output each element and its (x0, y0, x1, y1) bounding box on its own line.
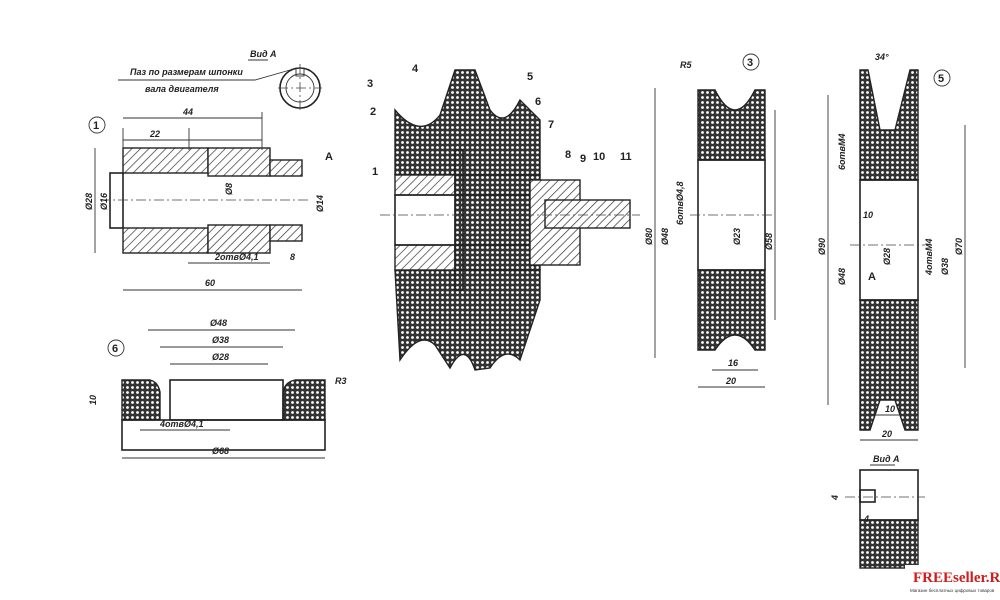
p5-holes6: 6отвМ4 (837, 134, 847, 170)
p5-dim-angle: 34° (875, 52, 889, 62)
assembly-label-4: 4 (412, 63, 419, 75)
p5-dim-10: 10 (863, 210, 873, 220)
part-1-number: 1 (93, 120, 99, 132)
p6-dim-10: 10 (88, 395, 98, 405)
p6-dim-d28: Ø28 (212, 352, 229, 362)
part-5-drawing: 5 34° Ø90 6отвМ4 Ø48 10 Ø28 А 4отвМ4 Ø38… (817, 52, 966, 441)
p3-holes: 6отвØ4,8 (675, 182, 685, 225)
assembly-label-11: 11 (620, 151, 632, 163)
part-6-drawing: 6 Ø48 Ø38 Ø28 R3 10 4отвØ4,1 Ø68 (88, 318, 347, 459)
assembly-label-7: 7 (548, 119, 554, 131)
p3-dim-d48: Ø48 (660, 228, 670, 245)
watermark-brand: FREEseller.RU (913, 570, 1000, 586)
assembly-label-3: 3 (367, 78, 373, 90)
p6-dim-d48: Ø48 (210, 318, 227, 328)
p3-dim-r5: R5 (680, 60, 692, 70)
p5-dim-d70: Ø70 (954, 238, 964, 255)
assembly-label-5: 5 (527, 71, 533, 83)
p1-dim-44: 44 (182, 107, 193, 117)
p1-dim-d8: Ø8 (224, 183, 234, 195)
assembly-label-6: 6 (535, 96, 541, 108)
p1-dim-8: 8 (290, 252, 295, 262)
view-a-drawing: Вид А 4 4 (830, 454, 925, 569)
p6-holes: 4отвØ4,1 (159, 419, 203, 429)
p6-dim-r3: R3 (335, 376, 347, 386)
p3-dim-16: 16 (728, 358, 739, 368)
p1-view-a: А (325, 151, 333, 163)
part-6-number: 6 (112, 343, 118, 355)
p1-dim-60: 60 (205, 278, 215, 288)
p3-dim-d80: Ø80 (644, 228, 654, 245)
key-note: Паз по размерам шпонки вала двигателя Ви… (118, 49, 322, 112)
key-note-line1: Паз по размерам шпонки (130, 67, 243, 77)
p5-dim-d28: Ø28 (882, 248, 892, 265)
p1-dim-22: 22 (149, 129, 160, 139)
p1-dim-d14: Ø14 (315, 195, 325, 212)
p3-dim-20: 20 (725, 376, 736, 386)
p5-dim-d38: Ø38 (940, 258, 950, 275)
p1-dim-d28: Ø28 (84, 193, 94, 210)
view-a-label: Вид А (873, 454, 900, 464)
p5-dim-b20: 20 (881, 429, 892, 439)
assembly-label-8: 8 (565, 149, 571, 161)
p1-holes: 2отвØ4,1 (214, 252, 258, 262)
p5-dim-b10: 10 (885, 404, 895, 414)
view-a-dim-2: 4 (863, 514, 869, 524)
assembly-label-10: 10 (593, 151, 605, 163)
p5-dim-d48: Ø48 (837, 268, 847, 285)
p1-dim-d16: Ø16 (99, 192, 109, 210)
p6-dim-d68: Ø68 (212, 446, 229, 456)
watermark: FREEseller.RU Магазин бесплатных цифровы… (905, 565, 1000, 600)
part-1-drawing: 1 44 22 Ø28 Ø16 Ø8 Ø14 А 2отвØ4,1 8 60 (84, 107, 333, 291)
watermark-tagline: Магазин бесплатных цифровых товаров (910, 588, 995, 593)
p5-holes4: 4отвМ4 (924, 239, 934, 276)
assembly-drawing: 3 4 5 2 6 7 1 8 9 10 11 (367, 63, 640, 371)
assembly-label-1: 1 (372, 166, 378, 178)
assembly-label-2: 2 (370, 106, 376, 118)
assembly-label-9: 9 (580, 153, 586, 165)
part-5-number: 5 (938, 73, 944, 85)
p6-dim-d38: Ø38 (212, 335, 229, 345)
key-note-view: Вид А (250, 49, 277, 59)
p3-dim-d58: Ø58 (764, 233, 774, 250)
view-a-dim-1: 4 (830, 495, 840, 501)
p5-dim-d90: Ø90 (817, 238, 827, 255)
part-3-number: 3 (747, 57, 753, 69)
p5-view-a: А (868, 271, 876, 283)
part-3-drawing: 3 R5 Ø80 Ø48 6отвØ4,8 Ø23 Ø58 16 20 (644, 53, 776, 388)
p3-dim-d23: Ø23 (732, 228, 742, 245)
key-note-line2: вала двигателя (145, 84, 219, 94)
